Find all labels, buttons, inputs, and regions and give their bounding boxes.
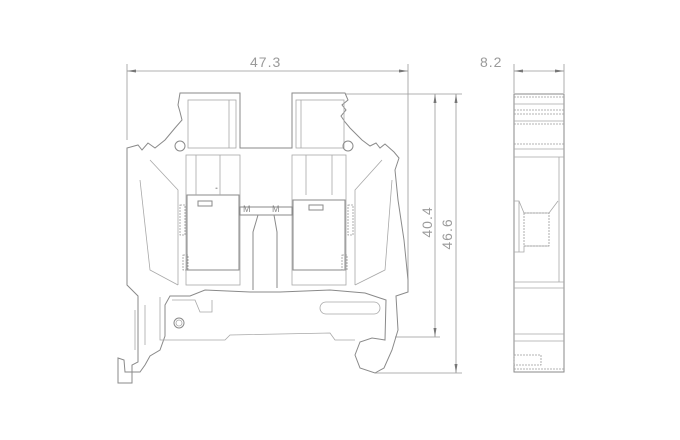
dimension-label-height-inner: 40.4 [419,206,435,238]
dimension-width-side [513,64,565,93]
dimension-height-total [375,94,462,374]
dimension-label-width-front: 47.3 [250,54,282,70]
front-view [117,92,409,384]
side-view [513,93,565,373]
dimension-label-width-side: 8.2 [480,54,503,70]
bridge-mark-left: M [243,204,251,214]
dimension-label-height-total: 46.6 [439,218,455,250]
dimension-height-inner [345,93,462,338]
bridge-mark-right: M [272,204,280,214]
dimension-width-front [126,64,409,290]
